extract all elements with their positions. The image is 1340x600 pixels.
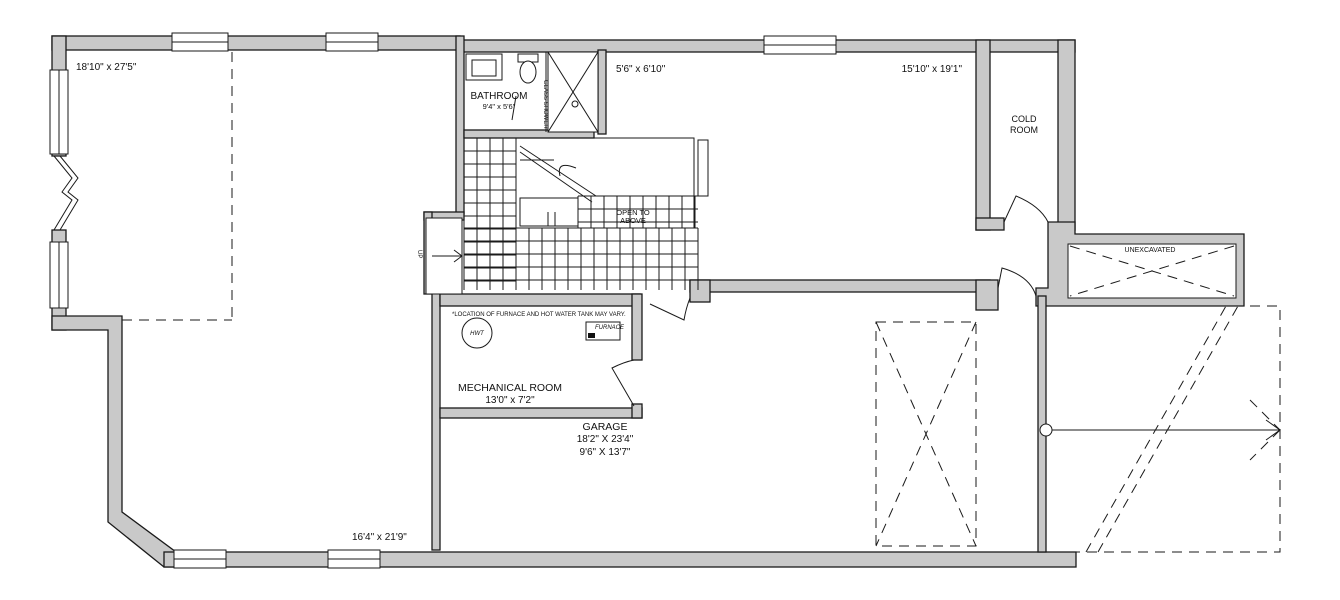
wall-garage-left [431,289,441,551]
windows [49,32,837,569]
label-garage-dim-1: 18'2" X 23'4" [577,434,634,445]
label-upper-right-dim: 15'10" x 19'1" [902,64,963,75]
tile-floor [463,137,699,290]
bathroom-fixtures [465,51,599,133]
label-stair-up: UP [416,250,422,258]
toilet-bowl [519,60,537,84]
wall-garage-top [689,279,991,293]
wall-garage-top-end [689,279,711,303]
label-garage: GARAGE [583,421,628,433]
exterior-walls [51,35,1245,568]
label-furnace: FURNACE [595,325,625,331]
driveway-outline [1045,305,1281,553]
interior-walls [423,35,1005,551]
label-furnace-note: *LOCATION OF FURNACE AND HOT WATER TANK … [452,312,626,318]
wall-cold-left [975,39,991,231]
label-cold-room-1: COLD [1011,114,1037,124]
stair-landing [519,197,579,227]
label-glass-shower: GLASS SHOWER [542,80,548,129]
stair-rail-right [697,139,709,197]
label-left-top-dim: 18'10" x 27'5" [76,62,137,73]
door-cold-room [1003,195,1049,223]
wall-bottom [163,551,1077,568]
wall-garage-top-right [975,279,999,311]
door-bathroom [511,95,517,121]
furnace-marker [588,333,595,338]
wall-shower-right [597,49,607,135]
wall-bath-left [455,35,465,215]
hwt-tank [461,317,493,349]
sink-basin [471,59,497,77]
label-hwt: HWT [470,331,485,337]
wall-mech-post [631,403,643,419]
wall-mech-top [439,293,641,307]
label-upper-mid-dim: 5'6" x 6'10" [616,64,666,75]
label-unexcavated: UNEXCAVATED [1125,247,1176,254]
mechanical-fixtures [461,317,621,349]
wall-top-left [51,35,461,51]
label-left-bottom-dim: 16'4" x 21'9" [352,532,407,543]
label-mechanical-room: MECHANICAL ROOM [458,382,562,394]
label-garage-dim-2: 9'6" X 13'7" [580,447,631,458]
doors [53,95,1049,407]
wall-mech-right [631,293,643,361]
label-cold-room-2: ROOM [1010,125,1038,135]
wall-mech-bottom [439,407,643,419]
door-garage-interior [649,297,691,321]
label-open-to-1: OPEN TO [616,208,650,217]
wall-cold-bottom [975,217,1005,231]
staircase [425,137,709,295]
label-mechanical-dim: 13'0" x 7'2" [485,395,535,406]
dashed-lines [122,52,1281,553]
label-bathroom-dim: 9'4" x 5'6" [483,102,516,111]
shower-drain [571,100,579,108]
door-garage-side [997,267,1037,297]
wall-left-angled [51,315,177,568]
folding-door-left [53,155,73,231]
label-open-to-2: ABOVE [620,216,646,225]
label-bathroom: BATHROOM [470,91,527,102]
door-mechanical [611,359,635,407]
labels: 18'10" x 27'5" 16'4" x 21'9" BATHROOM 9'… [76,62,1175,543]
garage-parking-area [875,321,977,547]
wall-right-upper [1057,39,1076,231]
garage-door-pivot [1039,423,1053,437]
